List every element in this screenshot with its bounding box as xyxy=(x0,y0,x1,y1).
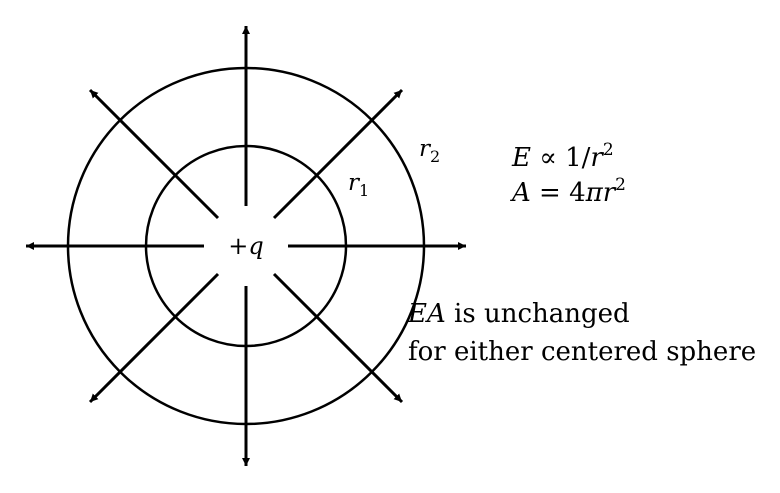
area-relation: A = 4πr2 xyxy=(510,175,626,208)
outer-radius-var: r xyxy=(419,136,432,162)
field-relation-exp: 2 xyxy=(603,140,614,160)
inner-radius-var: r xyxy=(348,170,361,196)
field-line-down-right xyxy=(272,272,404,404)
inner-radius-label: r1 xyxy=(348,170,369,200)
field-lines xyxy=(26,26,466,466)
field-relation-lhs: E xyxy=(511,143,531,173)
area-relation-rel: = 4 xyxy=(531,178,586,208)
field-line-up-left xyxy=(88,88,220,220)
field-relation-rel: ∝ 1/ xyxy=(531,143,591,173)
area-relation-var: r xyxy=(603,178,617,208)
outer-radius-label: r2 xyxy=(419,136,440,166)
outer-radius-sub: 2 xyxy=(430,147,440,166)
note-line-1: EA is unchanged xyxy=(407,299,630,329)
inner-radius-sub: 1 xyxy=(359,181,369,200)
charge-label: +q xyxy=(228,232,263,260)
field-relation-var: r xyxy=(590,143,604,173)
field-line-down-left xyxy=(88,272,220,404)
area-relation-pi: π xyxy=(585,178,604,208)
note-line-1-text: is unchanged xyxy=(446,299,630,329)
field-relation: E ∝ 1/r2 xyxy=(511,140,614,173)
area-relation-lhs: A xyxy=(510,178,531,208)
note-line-2: for either centered sphere xyxy=(408,337,756,367)
area-relation-exp: 2 xyxy=(615,175,626,195)
note-line-1-math: EA xyxy=(407,299,446,329)
field-line-up-right xyxy=(272,88,404,220)
